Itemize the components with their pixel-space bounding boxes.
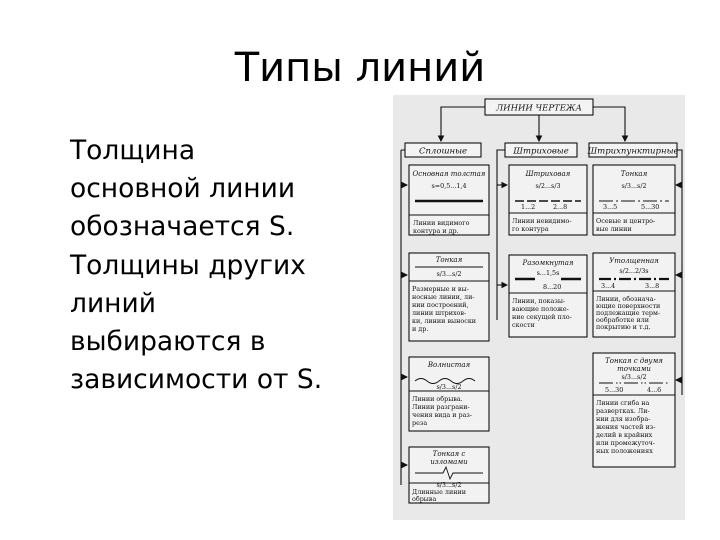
- box-thickness: s/3...s/2: [436, 270, 461, 278]
- box-dim: 3...5: [603, 203, 617, 211]
- box-desc: Линии, показы-: [512, 297, 565, 305]
- box-razomknutaya: [508, 254, 588, 338]
- box-desc: линии штрихов-: [412, 309, 466, 317]
- box-desc: ние секущей пло-: [512, 313, 572, 321]
- box-thickness: s/2...2/3s: [619, 267, 648, 275]
- box-tonkaya: [408, 252, 490, 342]
- box-title: Волнистая: [427, 361, 471, 369]
- box-desc: делий в крайних: [596, 431, 653, 439]
- body-line: линий: [70, 287, 156, 319]
- box-title: Штриховая: [525, 170, 571, 178]
- category-dashdot: Штрихпунктирные: [586, 147, 678, 157]
- slide-body-text: Толщина основной линии обозначается S. Т…: [70, 132, 340, 399]
- box-title: Утолщенная: [609, 257, 659, 265]
- line-types-diagram-scan: ЛИНИИ ЧЕРТЕЖА Сплошные Штриховые Штрихпу…: [393, 95, 685, 520]
- box-desc: жения частей из-: [596, 423, 655, 431]
- box-shtrihovaya: [508, 164, 588, 236]
- box-dim: 5...30: [605, 386, 623, 394]
- box-desc: обрыва: [412, 495, 436, 503]
- box-title: Тонкая: [621, 170, 648, 178]
- box-tonkaya-sh: [592, 164, 676, 236]
- box-dim: 1...2: [521, 203, 535, 211]
- box-thickness: s...1,5s: [537, 269, 560, 277]
- box-desc: ющие поверхности: [596, 302, 660, 310]
- box-dim: 2...8: [553, 203, 567, 211]
- box-title: Тонкая: [436, 256, 463, 264]
- box-desc: ообработке или: [596, 316, 649, 324]
- box-desc: чения вида и раз-: [412, 411, 472, 419]
- box-desc: или промежуточ-: [596, 439, 655, 447]
- box-desc: Линии невидимо-: [512, 217, 571, 225]
- slide-title: Типы линий: [234, 45, 486, 91]
- box-desc: Размерные и вы-: [412, 285, 469, 293]
- box-desc: вающие положе-: [512, 305, 569, 313]
- box-desc: покрытию и т.д.: [596, 323, 651, 331]
- box-title-2: изломами: [430, 458, 468, 466]
- box-desc: Линии обрыва.: [412, 395, 463, 403]
- box-desc: Линии видимого: [413, 219, 470, 227]
- box-thickness: s/3...s/2: [436, 481, 461, 489]
- box-desc: и др.: [412, 325, 428, 333]
- box-dim: 3...8: [645, 282, 659, 290]
- box-thickness: s/2...s/3: [535, 182, 560, 190]
- box-desc: развертках. Ли-: [596, 407, 650, 415]
- box-thickness: s/3...s/2: [621, 373, 646, 381]
- box-thickness: s=0,5...1,4: [431, 182, 466, 190]
- box-desc: Линии сгиба на: [596, 399, 650, 407]
- box-desc: подлежащие терм-: [596, 309, 660, 317]
- box-desc: реза: [412, 419, 427, 427]
- box-thickness: s/3...s/2: [621, 182, 646, 190]
- box-dim: 4...6: [647, 386, 661, 394]
- body-line: основной линии: [70, 173, 296, 205]
- box-title-2: точками: [617, 365, 651, 373]
- box-desc: вые линии: [596, 225, 632, 233]
- box-title: Разомкнутая: [521, 259, 573, 267]
- body-line: выбираются в: [70, 326, 266, 358]
- box-utolshchennaya: [592, 252, 676, 338]
- box-thickness: s/3...s/2: [436, 383, 461, 391]
- box-dim: 3...4: [601, 282, 615, 290]
- box-volnistaya: [408, 356, 490, 432]
- category-solid: Сплошные: [419, 147, 467, 157]
- box-desc: скости: [512, 321, 535, 329]
- box-desc: Линии, обознача-: [596, 295, 656, 303]
- box-dim: 8...20: [543, 283, 561, 291]
- body-line: обозначается S.: [70, 211, 295, 243]
- box-title: Тонкая с двумя: [605, 357, 663, 365]
- line-types-diagram: ЛИНИИ ЧЕРТЕЖА Сплошные Штриховые Штрихпу…: [400, 98, 683, 504]
- box-desc: ки, линии выноски: [412, 317, 476, 325]
- box-desc: нии построений,: [412, 301, 469, 309]
- box-desc: Осевые и центро-: [596, 217, 655, 225]
- body-line: Толщины других: [70, 249, 306, 281]
- box-tonkaya-dve: [592, 352, 676, 468]
- box-title: Тонкая с: [433, 450, 466, 458]
- body-line: зависимости от S.: [70, 364, 323, 396]
- box-desc: Линии разграни-: [412, 403, 470, 411]
- box-desc: го контура: [512, 225, 549, 233]
- box-title: Основная толстая: [413, 170, 486, 178]
- root-label: ЛИНИИ ЧЕРТЕЖА: [495, 104, 582, 114]
- box-desc: ных положениях: [596, 447, 653, 455]
- box-desc: нии для изобра-: [596, 415, 650, 423]
- category-dashed: Штриховые: [512, 147, 569, 157]
- box-desc: контура и др.: [413, 227, 459, 235]
- body-line: Толщина: [70, 135, 196, 166]
- box-desc: Длинные линии: [412, 488, 466, 496]
- box-dim: 5...30: [641, 203, 659, 211]
- box-desc: носные линии, ли-: [412, 293, 474, 301]
